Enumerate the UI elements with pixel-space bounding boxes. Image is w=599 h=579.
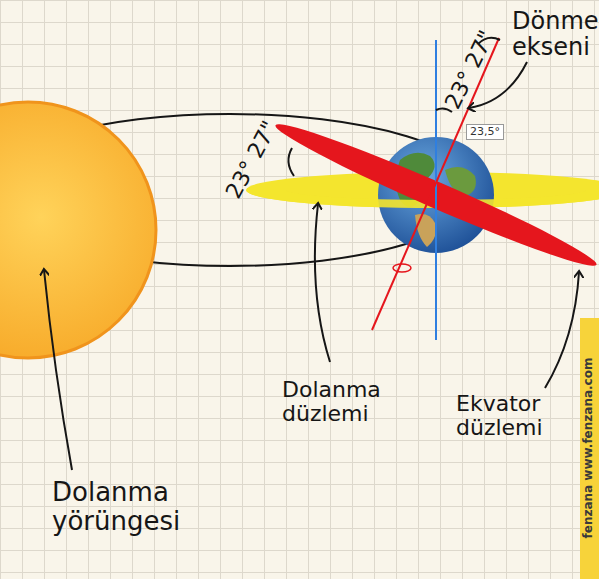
angle-arc xyxy=(436,108,452,112)
plane-label: Ekvator düzlemi xyxy=(456,392,576,440)
leader-line xyxy=(44,270,72,470)
watermark: fenzana www.fenzana.com xyxy=(582,358,595,539)
spin-arrow xyxy=(393,264,411,272)
continent xyxy=(415,214,436,247)
axis-label: Dönme ekseni xyxy=(512,8,596,61)
rotation-axis xyxy=(372,38,499,330)
angle-arc xyxy=(288,148,294,176)
orbit-label: Dolanma yörüngesi xyxy=(52,478,202,535)
plane-label: Dolanma düzlemi xyxy=(282,378,412,426)
normal-line xyxy=(435,40,437,340)
equator-plane xyxy=(270,113,599,276)
angle-tag: 23,5° xyxy=(466,124,504,140)
sun xyxy=(0,102,156,358)
leader-line xyxy=(545,272,579,388)
leader-line xyxy=(315,204,330,362)
